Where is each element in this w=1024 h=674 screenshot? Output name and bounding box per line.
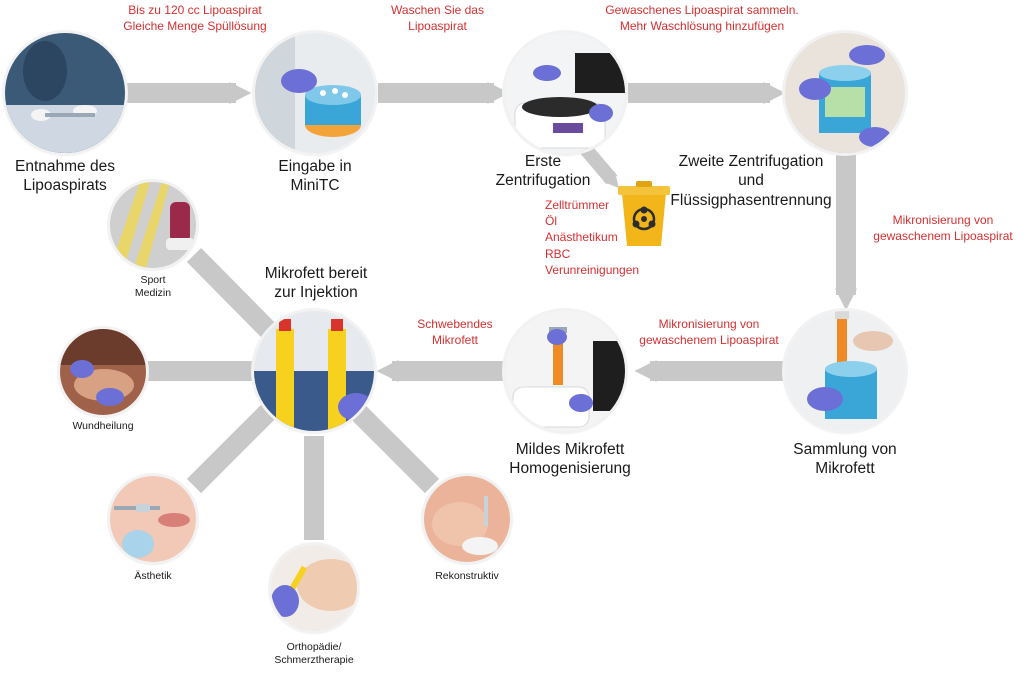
note-line: Mikronisierung von [892,213,994,227]
note-line: RBC [545,246,571,261]
photo-eingabe [255,33,375,153]
label-line: Schmerztherapie [274,654,354,667]
note-line: Zelltrümmer [545,198,610,212]
label-line: zur Injektion [274,284,358,302]
note-line: Mikronisierung von [658,317,760,331]
note-schwebend: Schwebendes Mikrofett [400,316,510,348]
note-waschen: Waschen Sie das Lipoaspirat [370,2,505,34]
biohazard-bin-icon [618,181,670,246]
photo-orthopaedie [271,545,357,631]
label-line: Flüssigphasentrennung [670,191,832,209]
photo-sammlung [785,311,905,431]
label-line: Erste [524,153,562,170]
label-line: Ästhetik [134,570,172,582]
label-line: Entnahme des [15,158,115,175]
photo-bereit-zur-injektion [254,311,374,431]
note-waste-list: Zelltrümmer Öl Anästhetikum RBC Verunrei… [545,197,655,278]
photo-aesthetik [110,476,196,562]
label-line: Mikrofett [815,460,875,478]
label-line: Eingabe in [278,158,352,175]
label-sport: Sport Medizin [113,274,193,300]
note-mikronisierung-right: Mikronisierung von gewaschenem Lipoaspir… [862,212,1024,244]
label-wund: Wundheilung [58,420,148,433]
note-line: Mehr Waschlösung hinzufügen [619,19,785,34]
note-line: Schwebendes [417,317,493,331]
line-bereit-rekon [348,402,440,494]
label-aesthetik: Ästhetik [113,570,193,583]
label-line: Sammlung von [793,441,897,458]
label-line: Mikrofett bereit [264,265,368,282]
label-line: Orthopädie/ [286,641,342,653]
line-bereit-aesthetik [186,400,280,494]
label-line: Zweite Zentrifugation [678,153,824,170]
label-line: Lipoaspirats [23,177,107,195]
label-line: MiniTC [290,177,340,195]
note-line: Gewaschenes Lipoaspirat sammeln. [605,3,799,17]
photo-rekonstruktiv [424,476,510,562]
line-bereit-sport [186,247,280,342]
label-ortho: Orthopädie/ Schmerztherapie [259,641,369,667]
label-zweite: Zweite Zentrifugation und Flüssigphasent… [666,152,836,210]
label-line: Rekonstruktiv [435,570,499,582]
label-line: Homogenisierung [509,460,631,478]
label-line: Mildes Mikrofett [515,441,625,458]
photo-erste-zentrifugation [505,33,625,153]
label-sammlung: Sammlung von Mikrofett [780,440,910,479]
photo-wundheilung [60,329,146,415]
note-line: Öl [545,214,557,229]
note-line: Gleiche Menge Spüllösung [123,19,267,34]
photo-sport-medizin [110,182,196,268]
note-spuelloesung: Bis zu 120 cc Lipoaspirat Gleiche Menge … [95,2,295,34]
note-line: gewaschenem Lipoaspirat [873,229,1013,244]
label-entnahme: Entnahme des Lipoaspirats [5,157,125,196]
label-bereit: Mikrofett bereit zur Injektion [246,264,386,303]
label-line: Wundheilung [72,420,134,432]
note-line: Anästhetikum [545,230,618,245]
note-line: Mikrofett [431,333,478,348]
note-line: gewaschenem Lipoaspirat [639,333,779,348]
label-mildes: Mildes Mikrofett Homogenisierung [495,440,645,479]
label-line: und [738,172,764,190]
label-line: Sport [140,274,166,286]
label-eingabe: Eingabe in MiniTC [255,157,375,196]
note-line: Waschen Sie das [391,3,484,17]
label-rekon: Rekonstruktiv [422,570,512,583]
label-line: Medizin [134,287,172,300]
photo-mildes-homogenisierung [505,311,625,431]
photo-entnahme [5,33,125,153]
note-line: Lipoaspirat [408,19,467,34]
note-line: Bis zu 120 cc Lipoaspirat [128,3,262,17]
label-line: Zentrifugation [495,172,591,190]
note-line: Verunreinigungen [545,262,640,277]
note-mikronisierung-mid: Mikronisierung von gewaschenem Lipoaspir… [628,316,790,348]
photo-zweite-zentrifugation [785,33,905,153]
note-sammeln: Gewaschenes Lipoaspirat sammeln. Mehr Wa… [592,2,812,34]
label-erste: Erste Zentrifugation [478,152,608,191]
